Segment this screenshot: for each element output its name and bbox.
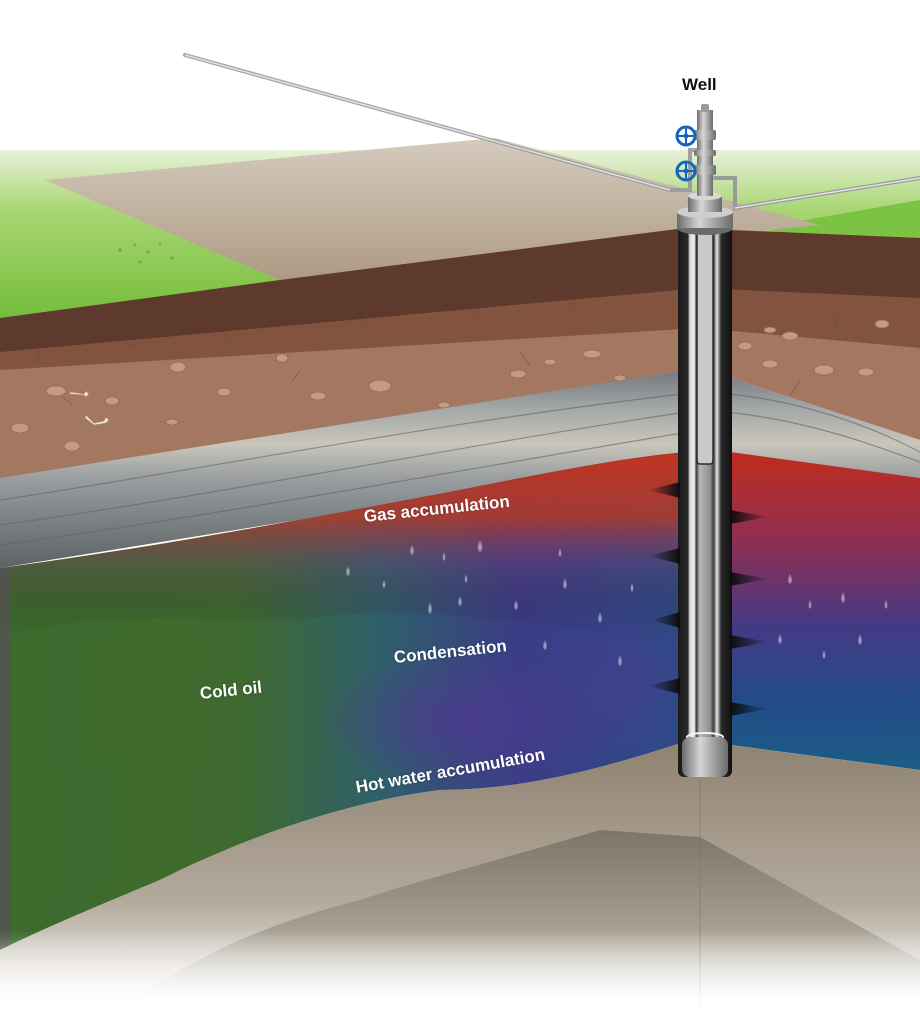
production-tubing xyxy=(696,227,714,465)
pipeline-right-highlight xyxy=(734,177,920,209)
grass-tufts xyxy=(118,242,174,264)
condensation-droplets xyxy=(346,540,888,666)
pebbles xyxy=(10,319,890,452)
reservoir-edge xyxy=(0,568,10,948)
valve-wheel-upper[interactable] xyxy=(675,125,697,147)
bottom-fade xyxy=(0,930,920,1010)
perforations xyxy=(648,482,768,716)
pipeline-left-highlight xyxy=(184,54,671,191)
wellhead[interactable] xyxy=(677,104,733,235)
fossil-bones xyxy=(69,390,110,426)
well-casing[interactable] xyxy=(678,225,732,777)
hot-water-glow xyxy=(530,590,710,770)
casing-bottom xyxy=(682,737,728,777)
rock-strata-lines xyxy=(0,391,920,546)
gas-accumulation-zone xyxy=(0,452,690,640)
right-reservoir xyxy=(730,452,920,770)
valve-wheel-lower[interactable] xyxy=(675,160,697,182)
soil-cracks xyxy=(29,291,843,406)
well-label: Well xyxy=(682,75,717,94)
